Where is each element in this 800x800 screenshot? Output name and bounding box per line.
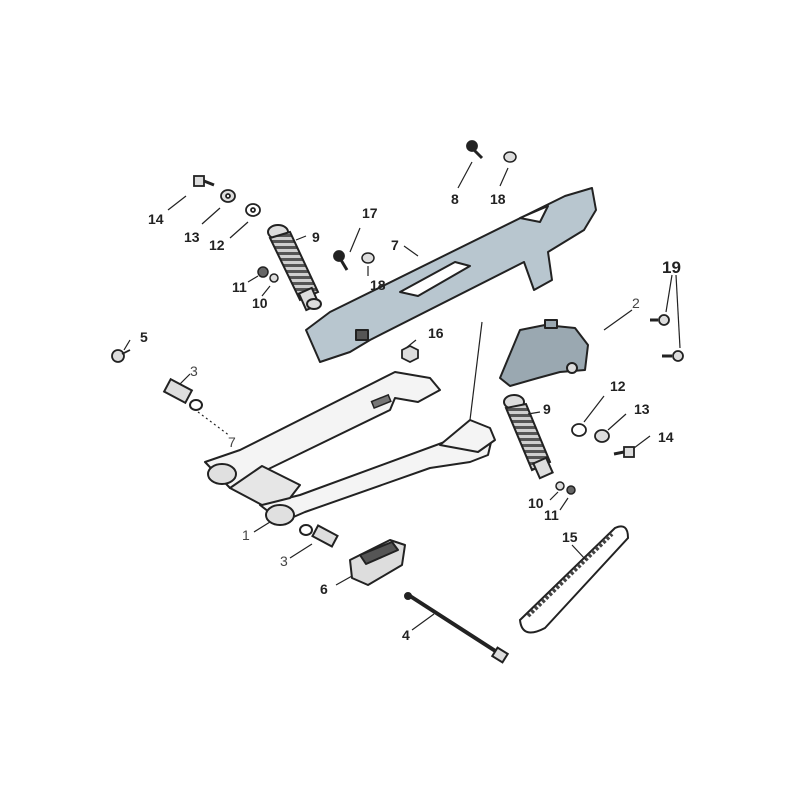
nut-11-left <box>257 266 269 278</box>
callout-1: 1 <box>242 527 250 543</box>
callout-12-left: 12 <box>209 237 225 253</box>
callout-13-right: 13 <box>634 401 650 417</box>
bolt-14-left <box>193 175 215 187</box>
callout-18-middle: 18 <box>370 277 386 293</box>
bushing-upper <box>162 377 203 411</box>
callout-3-upper: 3 <box>190 363 198 379</box>
callout-3-lower: 3 <box>280 553 288 569</box>
callout-17: 17 <box>362 205 378 221</box>
callout-8: 8 <box>451 191 459 207</box>
callout-10-right: 10 <box>528 495 544 511</box>
rear-axle <box>404 592 510 664</box>
callout-14-left: 14 <box>148 211 164 227</box>
washer-18-top <box>503 151 517 163</box>
swingarm-locator-line <box>469 321 483 421</box>
bolt-17 <box>333 250 349 271</box>
washer-13-right <box>594 429 610 443</box>
washer-10-left <box>269 273 279 283</box>
leader-lines <box>123 161 681 631</box>
washer-10-right <box>555 481 565 491</box>
callout-10-left: 10 <box>252 295 268 311</box>
callout-5: 5 <box>140 329 148 345</box>
swingarm <box>204 371 496 526</box>
sprocket-guard <box>499 319 589 387</box>
callout-12-right: 12 <box>610 378 626 394</box>
bolt-5 <box>111 349 131 363</box>
bolt-19-lower <box>662 350 684 362</box>
bolt-19-upper <box>650 314 670 326</box>
callout-13-left: 13 <box>184 229 200 245</box>
callout-19: 19 <box>662 258 681 277</box>
callout-14-right: 14 <box>658 429 674 445</box>
callout-11-right: 11 <box>544 507 559 523</box>
washer-12-right <box>571 423 587 437</box>
shock-absorber-left <box>267 224 322 312</box>
callout-4: 4 <box>402 627 410 643</box>
callout-11-left: 11 <box>232 279 247 295</box>
callout-18-top: 18 <box>490 191 506 207</box>
callout-2: 2 <box>632 295 640 311</box>
nut-11-right <box>566 485 576 495</box>
callout-labels: 14 13 12 9 11 10 5 8 18 17 7 18 16 19 2 … <box>140 191 681 643</box>
drive-chain <box>518 525 630 634</box>
shock-absorber-right <box>503 394 554 480</box>
callout-15: 15 <box>562 529 578 545</box>
callout-16: 16 <box>428 325 444 341</box>
callout-9-right: 9 <box>543 401 551 417</box>
washer-18-middle <box>361 252 375 264</box>
callout-6: 6 <box>320 581 328 597</box>
washer-13-left <box>220 189 236 203</box>
callout-7-swingarm: 7 <box>228 434 236 450</box>
swingarm-chain-adjuster <box>370 393 392 410</box>
chain-cover <box>305 187 597 363</box>
bolt-14-right <box>613 446 635 458</box>
bolt-8 <box>466 140 484 160</box>
callout-9-left: 9 <box>312 229 320 245</box>
chain-slider <box>349 539 406 586</box>
bushing-lower <box>299 524 339 548</box>
nut-16 <box>401 344 419 364</box>
callout-7-cover: 7 <box>391 237 399 253</box>
washer-12-left <box>245 203 261 217</box>
